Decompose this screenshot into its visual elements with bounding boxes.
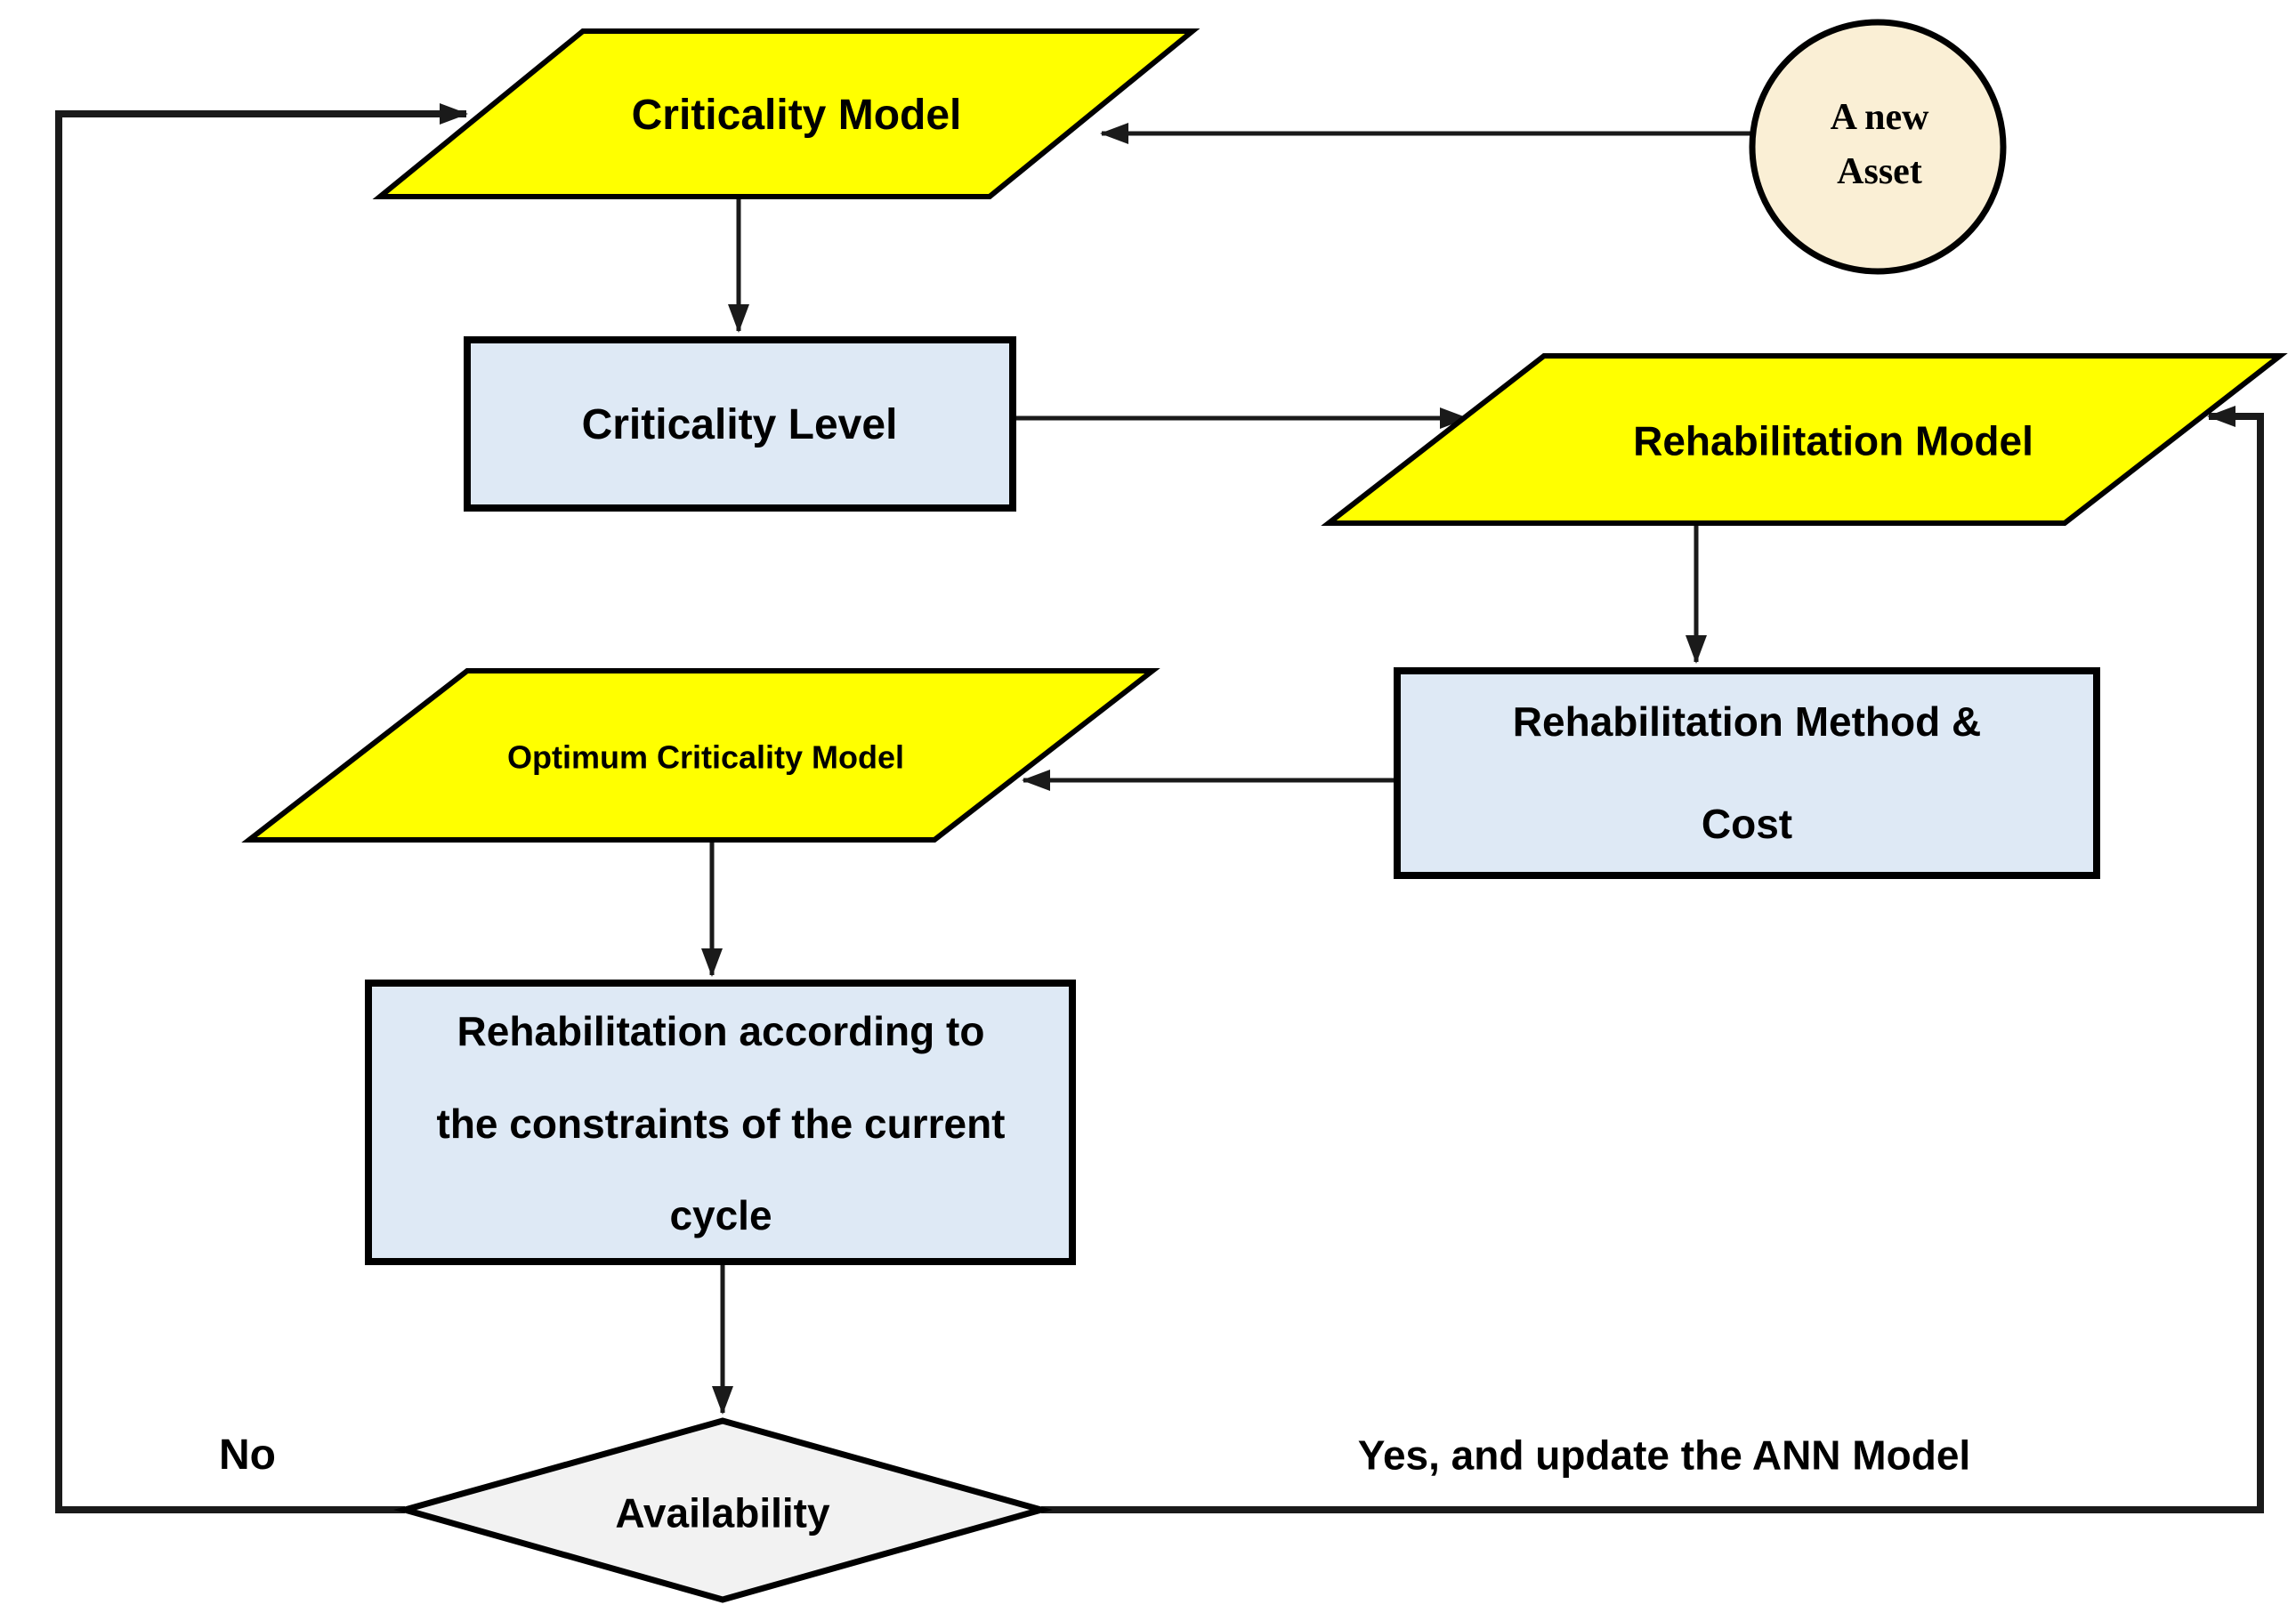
criticality-level-box bbox=[464, 336, 1016, 512]
criticality-model-label: Criticality Model bbox=[631, 92, 962, 139]
availability-diamond bbox=[393, 1417, 1053, 1603]
rehabilitation-method-cost-label: Rehabilitation Method & Cost bbox=[1512, 698, 1982, 847]
no-branch-label: No bbox=[219, 1431, 276, 1479]
arrow-no-feedback-to-criticality-model bbox=[55, 103, 468, 1513]
optimum-criticality-model-label: Optimum Criticality Model bbox=[506, 738, 905, 776]
criticality-level-label: Criticality Level bbox=[581, 401, 898, 448]
optimum-criticality-model-parallelogram bbox=[241, 668, 1160, 843]
criticality-model-parallelogram bbox=[372, 28, 1201, 199]
rehabilitation-constraints-box bbox=[365, 980, 1076, 1265]
new-asset-label: A new Asset bbox=[1830, 97, 1929, 192]
new-asset-circle bbox=[1749, 19, 2007, 275]
availability-label: Availability bbox=[615, 1489, 830, 1536]
rehabilitation-model-parallelogram bbox=[1321, 353, 2288, 526]
rehabilitation-model-label: Rehabilitation Model bbox=[1633, 417, 2033, 464]
rehabilitation-constraints-label: Rehabilitation according to the constrai… bbox=[436, 1007, 1006, 1238]
arrow-yes-feedback-to-rehabilitation-model bbox=[1041, 406, 2264, 1513]
yes-branch-label: Yes, and update the ANN Model bbox=[1357, 1431, 1971, 1479]
rehabilitation-method-cost-box bbox=[1394, 667, 2100, 879]
